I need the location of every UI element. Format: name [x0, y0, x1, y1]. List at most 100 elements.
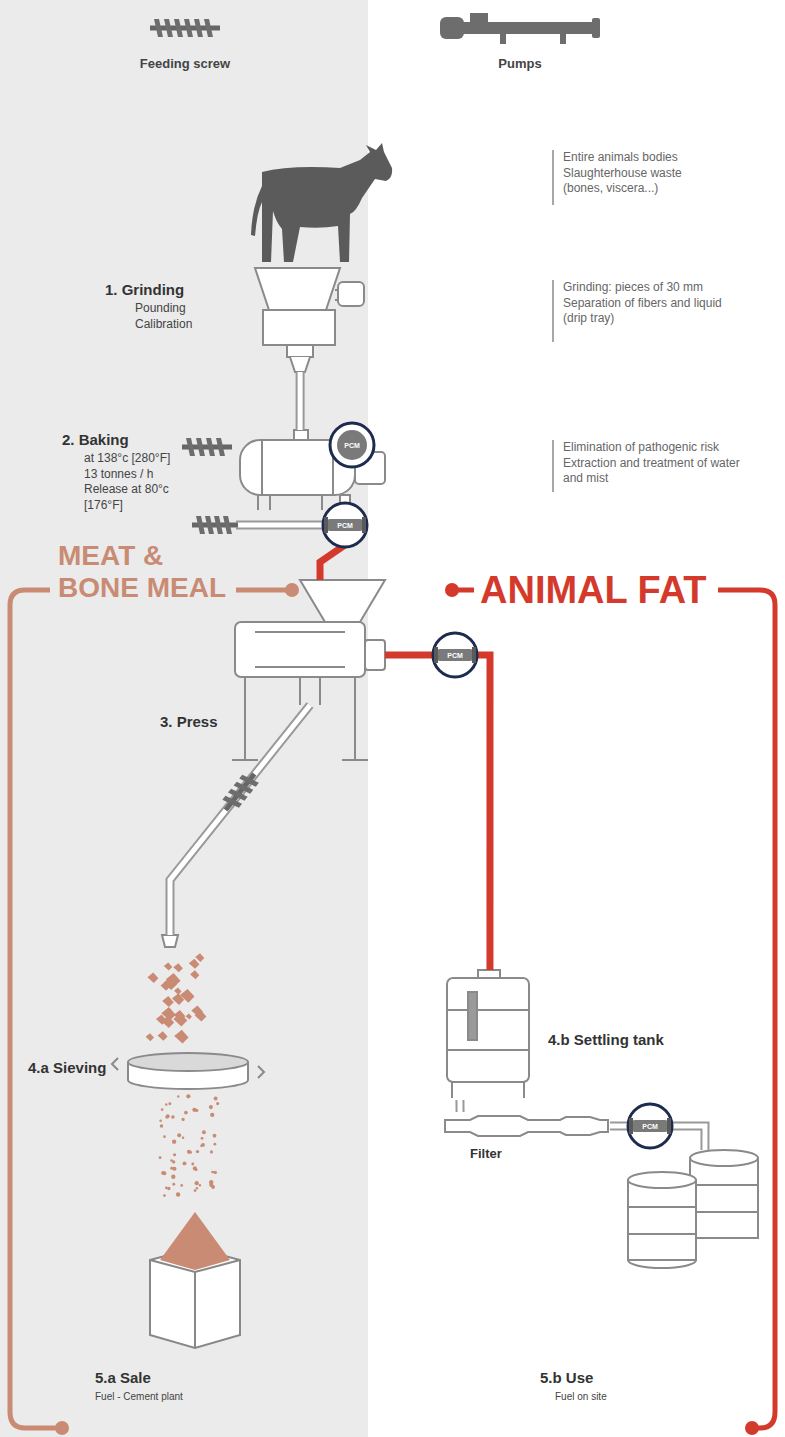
meal-particles [211, 1171, 214, 1174]
pump-symbol [362, 517, 366, 533]
fat-bracket [718, 590, 775, 1428]
fat-bracket [445, 583, 459, 597]
pipe-core [170, 705, 310, 935]
filter-step: Filter [440, 1112, 610, 1140]
grinder [263, 310, 335, 345]
output-heading: MEAT & BONE MEAL [58, 540, 243, 604]
meal-particles [163, 1194, 166, 1197]
output-heading: ANIMAL FAT [480, 568, 707, 612]
press [300, 580, 385, 622]
grinder [290, 357, 310, 372]
pump-symbol [324, 517, 328, 533]
grinder [255, 268, 364, 372]
feeding-screw [182, 438, 232, 456]
meal-particles [191, 1005, 203, 1016]
feeding-screw [196, 438, 205, 456]
sieving-step: 4.a Sieving [110, 935, 250, 1105]
meal-particles [177, 1133, 181, 1137]
grinder [255, 268, 340, 310]
meal-particles [167, 1187, 170, 1190]
feeding-screw [204, 19, 213, 37]
pump-icon [470, 13, 488, 22]
meal-particles [196, 1187, 198, 1189]
step-detail: Fuel on site [555, 1390, 607, 1403]
meal-particles [168, 1102, 171, 1105]
meal-bracket [236, 588, 292, 593]
pump-symbol [433, 633, 477, 677]
pump-icon [440, 17, 464, 39]
pump-symbol [628, 1104, 672, 1148]
meal-particles [180, 1184, 183, 1187]
meal-bracket [10, 590, 62, 1428]
pipe-group [170, 705, 310, 935]
meal-particles [166, 1114, 170, 1118]
pump-symbol [628, 1104, 672, 1148]
pump-symbol [323, 503, 367, 547]
feeding-screw [184, 19, 193, 37]
pump-logo: PCM [344, 442, 360, 449]
meal-particles [174, 1030, 188, 1044]
pump-symbol [434, 647, 438, 663]
step-title: 1. Grinding [105, 280, 184, 300]
sale-step: 5.a SaleFuel - Cement plant [140, 1200, 250, 1350]
barrels [628, 1207, 696, 1234]
pump-symbol [629, 1118, 633, 1134]
meal-particles [161, 1108, 164, 1111]
meal-particles [201, 1137, 204, 1140]
feeding-screw [192, 516, 238, 534]
barrels [690, 1150, 758, 1166]
barrels [628, 1260, 696, 1268]
meal-particles [172, 1139, 176, 1143]
meal-particles [177, 1095, 179, 1097]
pump-icon [592, 18, 600, 38]
meal-particles [184, 1111, 188, 1115]
meal-particles [194, 1189, 197, 1192]
meal-particles [165, 1115, 169, 1119]
press [255, 632, 345, 667]
step-title: 5.b Use [540, 1368, 593, 1388]
step-title: 2. Baking [62, 430, 129, 450]
pump-symbol [337, 430, 367, 460]
meal-particles [189, 1150, 192, 1153]
cooker [294, 430, 308, 440]
step-title: Filter [470, 1146, 502, 1163]
barrels [628, 1180, 696, 1260]
pipe-core [457, 1100, 462, 1112]
use-step: 5.b UseFuel on site [625, 1150, 765, 1265]
meal-bracket [285, 583, 299, 597]
meal-particles [172, 1160, 175, 1163]
meal-bracket [10, 583, 299, 1435]
cow-silhouette [251, 143, 392, 262]
grinding-step: 1. GrindingPounding CalibrationGrinding:… [255, 265, 365, 372]
settling-tank [468, 992, 477, 1040]
feeding-screw [154, 19, 163, 37]
meal-particles [192, 1108, 196, 1112]
pump-logo: PCM [447, 652, 463, 659]
feeding-screw [194, 19, 203, 37]
meal-particles [209, 1105, 213, 1109]
meal-particles [160, 981, 170, 990]
step-detail: Pounding Calibration [135, 301, 215, 332]
barrels [628, 1150, 758, 1268]
feeding-screw [196, 516, 205, 534]
pipe-core [298, 372, 303, 430]
press-step: 3. Press [235, 580, 385, 705]
meal-particles [183, 1161, 187, 1165]
step-note: Grinding: pieces of 30 mm Separation of … [563, 280, 748, 327]
grinder [338, 282, 364, 306]
meal-particles [210, 1150, 213, 1153]
step-title: 3. Press [160, 712, 218, 732]
pipe-group [385, 655, 490, 970]
baking-step: 2. Bakingat 138°c [280°F] 13 tonnes / h … [235, 430, 390, 505]
raw-material-step: Entire animals bodies Slaughterhouse was… [250, 140, 395, 265]
cooker [262, 441, 333, 494]
cooker [258, 495, 322, 510]
meal-particles [182, 1136, 185, 1139]
pump-logo: PCM [642, 1123, 658, 1130]
meal-particles [200, 1145, 202, 1147]
meal-particles [173, 1013, 187, 1026]
meal-particles [171, 1115, 175, 1119]
